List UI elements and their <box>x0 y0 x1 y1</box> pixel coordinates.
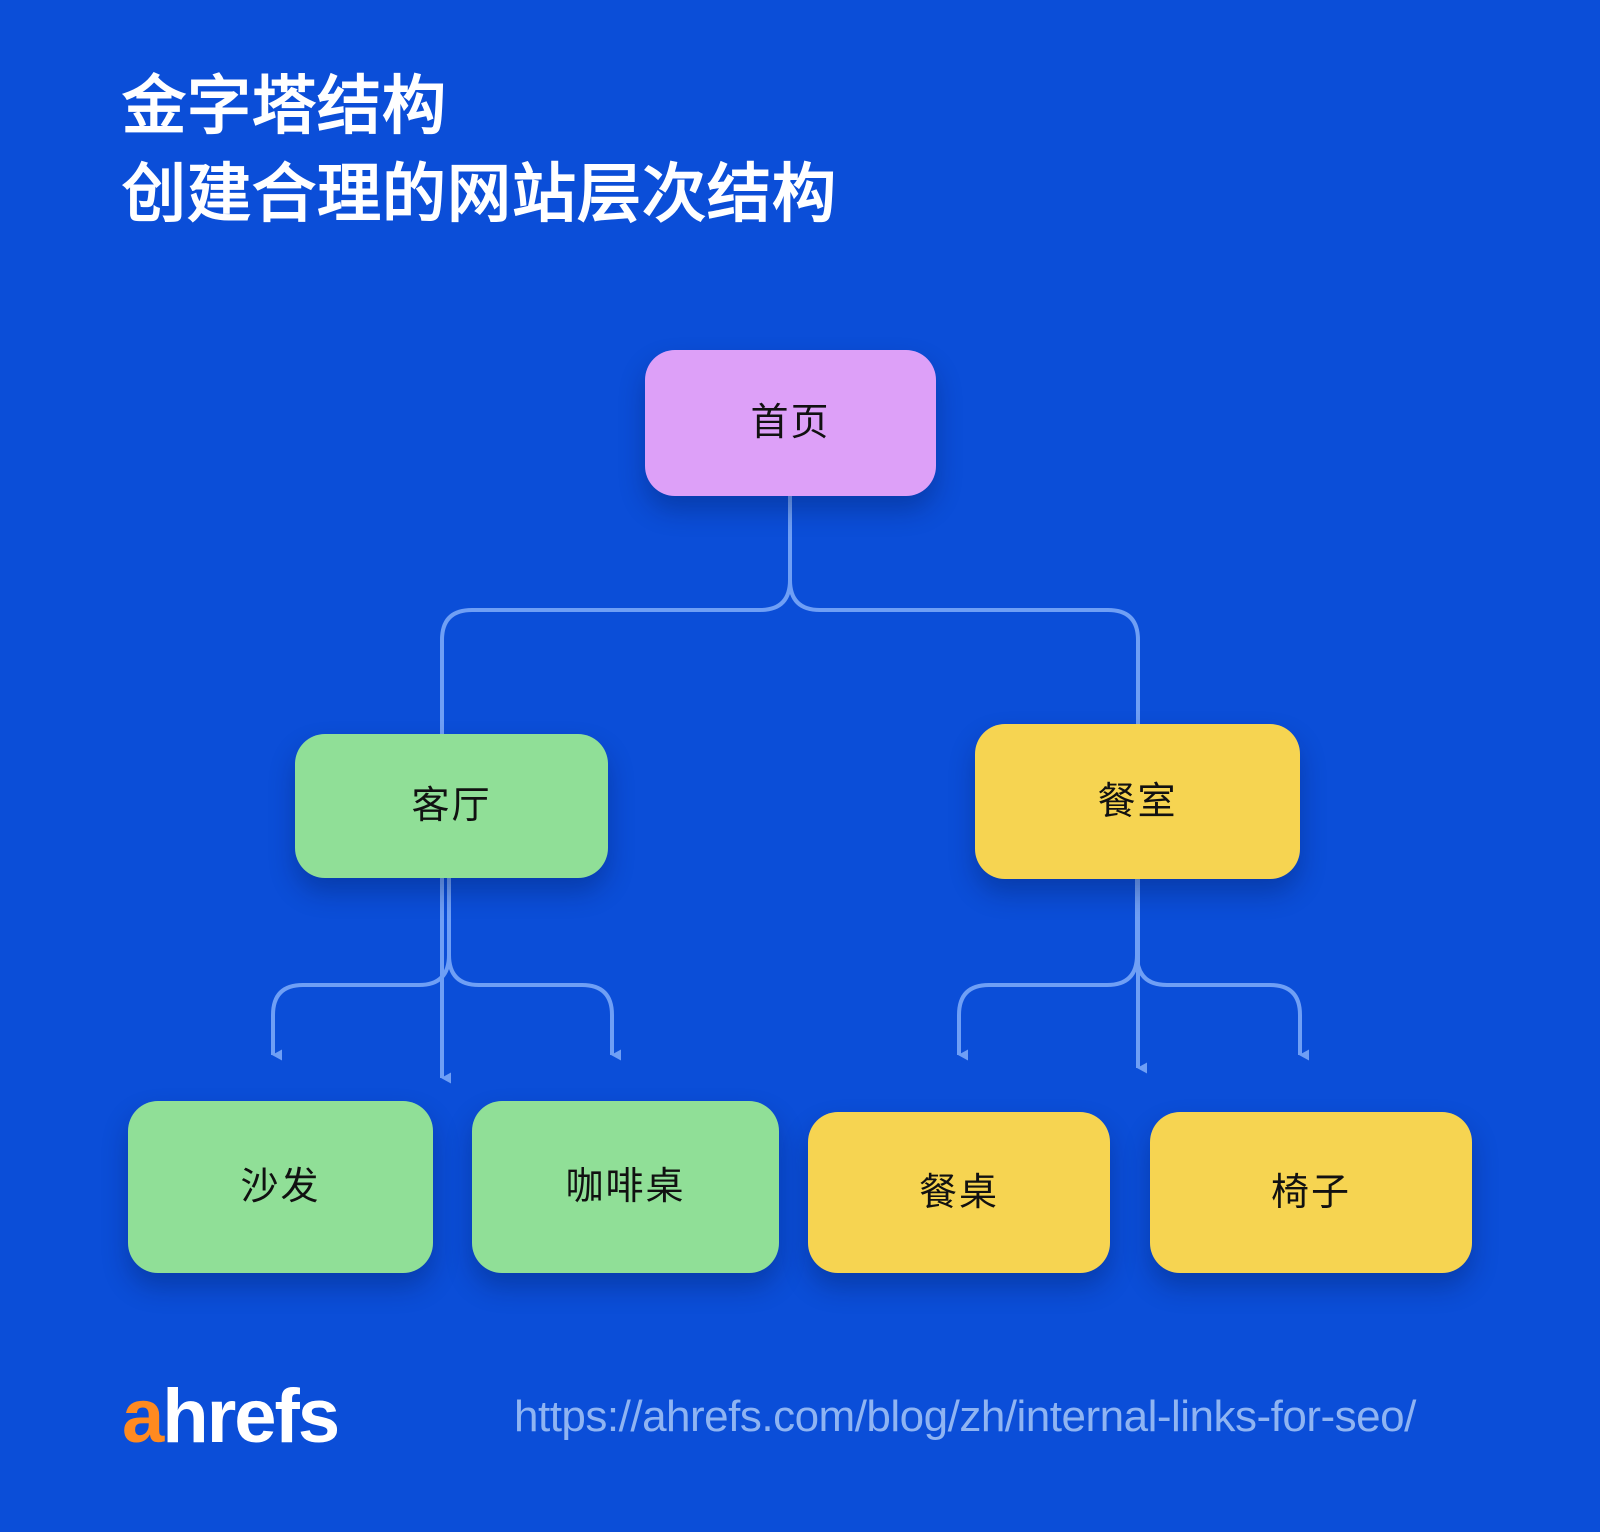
tree-node-dining-room-label: 餐室 <box>1097 780 1178 823</box>
edge-dining-table <box>957 879 1139 1061</box>
tree-node-living-room-label: 客厅 <box>411 785 492 827</box>
tree-node-dining-table[interactable]: 餐桌 <box>808 1112 1110 1273</box>
tree-node-home-label: 首页 <box>750 402 831 444</box>
ahrefs-logo: ahrefs <box>122 1372 340 1462</box>
tree-node-dining-room[interactable]: 餐室 <box>975 724 1300 879</box>
ahrefs-logo-accent: a <box>122 1374 164 1459</box>
tree-node-sofa[interactable]: 沙发 <box>128 1101 433 1273</box>
edge-living-coffee <box>447 878 621 1061</box>
tree-node-coffee-table[interactable]: 咖啡桌 <box>472 1101 779 1273</box>
tree-node-home[interactable]: 首页 <box>645 350 936 496</box>
tree-node-chair[interactable]: 椅子 <box>1150 1112 1472 1273</box>
footer: ahrefs https://ahrefs.com/blog/zh/intern… <box>0 1372 1600 1482</box>
ahrefs-logo-text: hrefs <box>162 1374 340 1459</box>
tree-node-sofa-label: 沙发 <box>240 1166 321 1208</box>
tree-node-coffee-table-label: 咖啡桌 <box>565 1166 686 1208</box>
page-title: 金字塔结构 创建合理的网站层次结构 <box>122 62 1322 238</box>
tree-node-dining-table-label: 餐桌 <box>918 1171 999 1214</box>
edge-living-sofa <box>271 878 451 1061</box>
tree-node-living-room[interactable]: 客厅 <box>295 734 608 878</box>
title-line-2: 创建合理的网站层次结构 <box>122 158 837 230</box>
source-url: https://ahrefs.com/blog/zh/internal-link… <box>514 1392 1416 1441</box>
title-line-1: 金字塔结构 <box>122 70 447 142</box>
tree-node-chair-label: 椅子 <box>1270 1171 1351 1214</box>
edge-dining-chair <box>1135 879 1309 1061</box>
